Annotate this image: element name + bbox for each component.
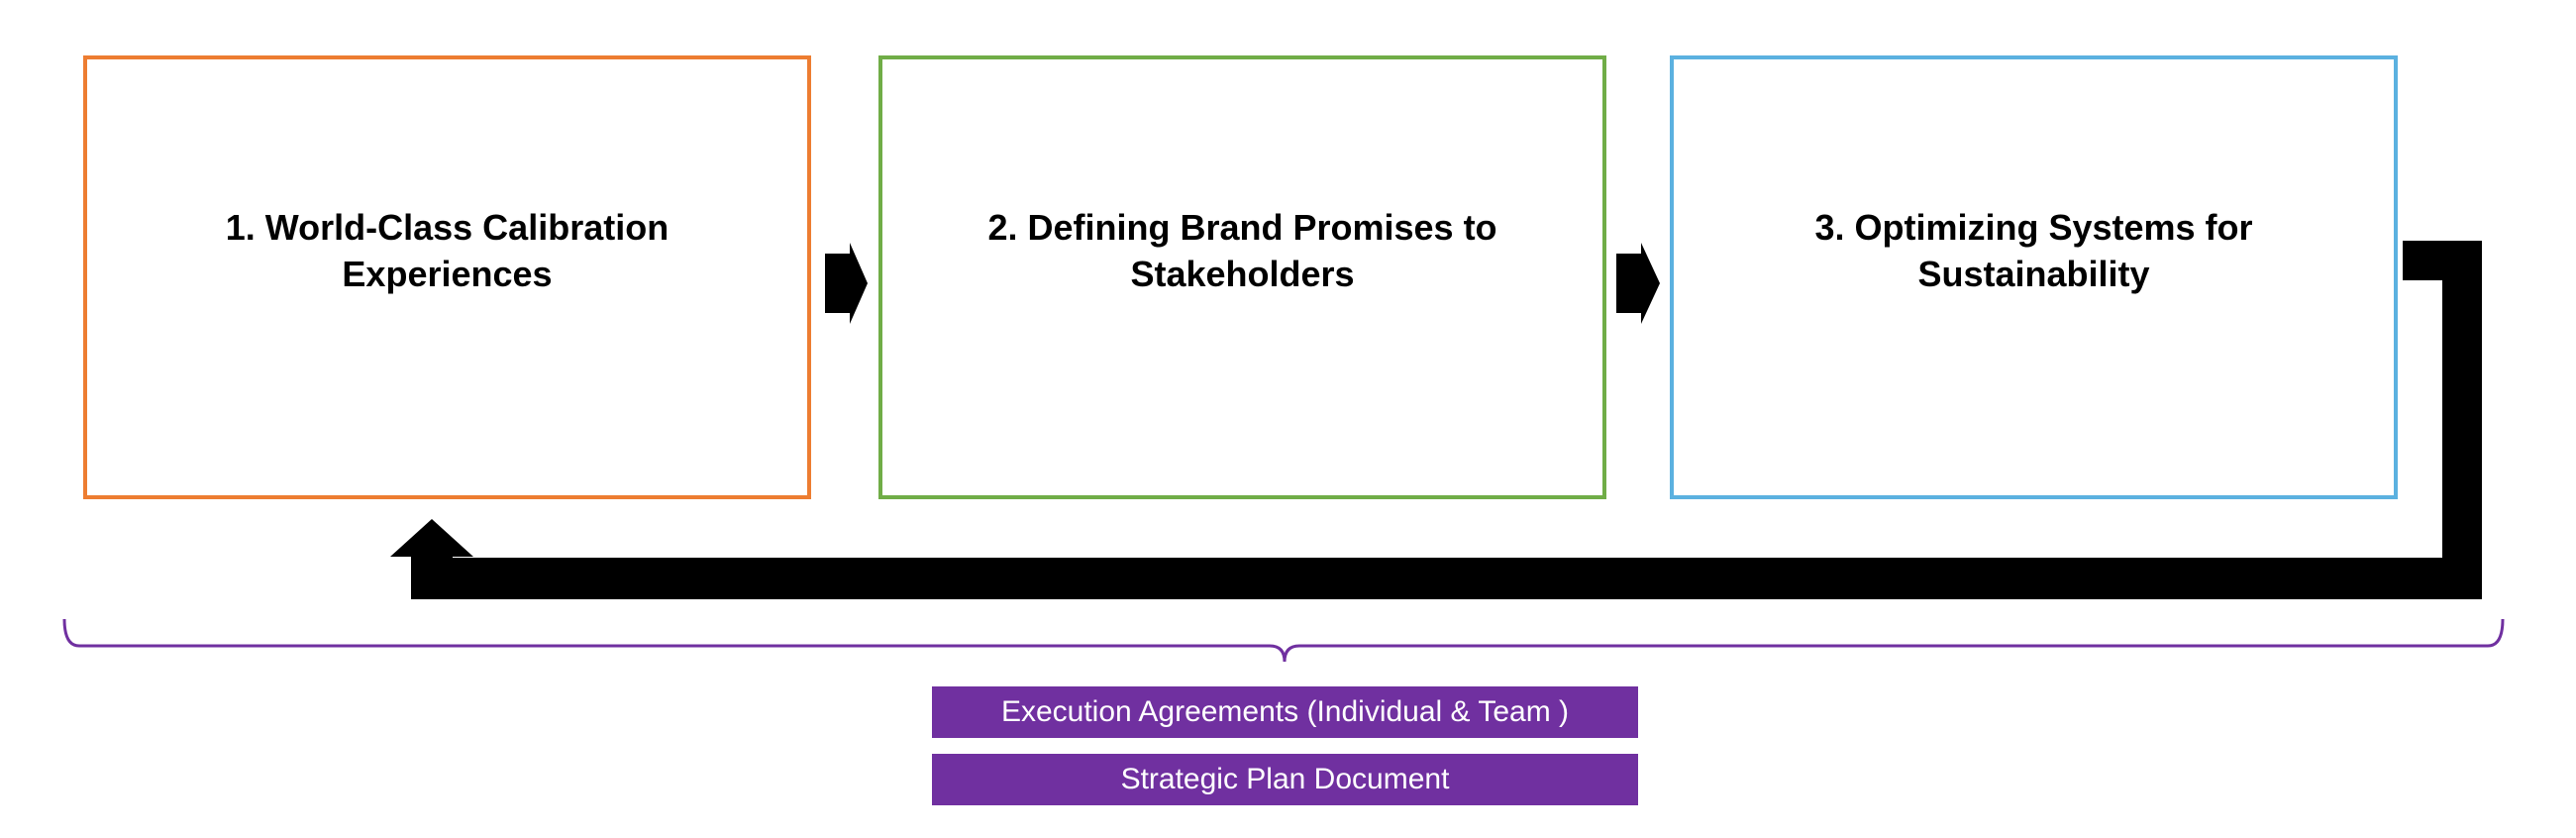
step-box-calibration: 1. World-Class Calibration Experiences [83, 55, 811, 499]
feedback-loop-arrow [390, 241, 2482, 599]
step-box-optimizing-systems: 3. Optimizing Systems for Sustainability [1670, 55, 2398, 499]
step-label-brand-promises: 2. Defining Brand Promises to Stakeholde… [987, 207, 1497, 294]
execution-agreements-bar: Execution Agreements (Individual & Team … [932, 686, 1638, 738]
strategic-plan-label: Strategic Plan Document [1120, 763, 1450, 795]
arrow-right-icon [1616, 243, 1660, 324]
execution-agreements-label: Execution Agreements (Individual & Team … [1000, 695, 1570, 728]
strategic-plan-bar: Strategic Plan Document [932, 754, 1638, 805]
bracket [62, 618, 2505, 663]
arrow-right-icon [825, 243, 868, 324]
step-box-brand-promises: 2. Defining Brand Promises to Stakeholde… [878, 55, 1606, 499]
step-label-optimizing-systems: 3. Optimizing Systems for Sustainability [1814, 207, 2253, 294]
step-label-calibration: 1. World-Class Calibration Experiences [225, 207, 670, 294]
